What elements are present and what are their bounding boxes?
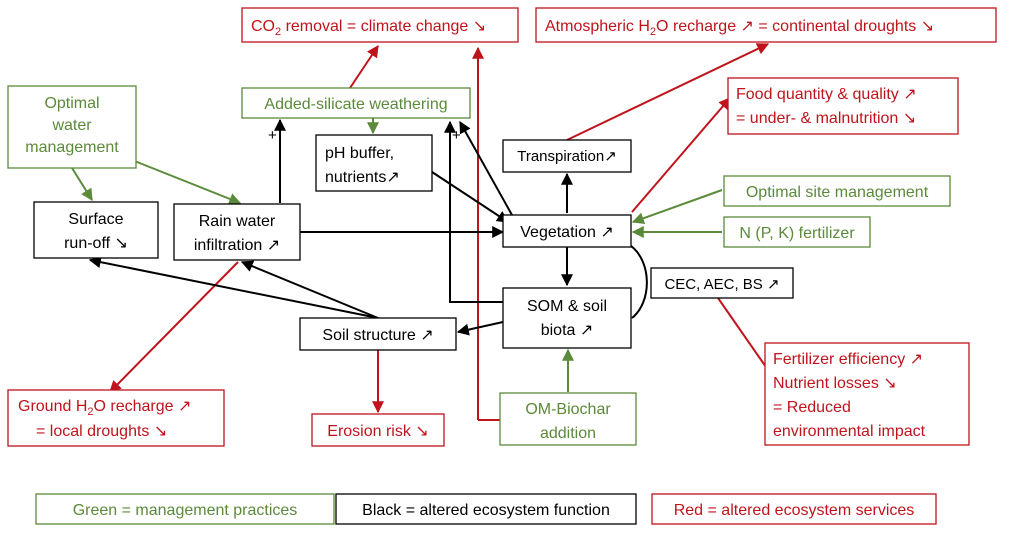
rain-water-line-1: Rain water <box>199 213 276 230</box>
cec-text: CEC, AEC, BS ↗ <box>664 276 779 293</box>
legend-red-text: Red = altered ecosystem services <box>674 502 915 519</box>
om-biochar-line-1: OM-Biochar <box>525 401 611 418</box>
arrow-transpiration-to-atm-h2o <box>566 43 770 141</box>
rain-water-infiltration-box: Rain water infiltration ↗ <box>173 203 301 261</box>
connectors <box>71 43 776 421</box>
om-biochar-box: OM-Biochar addition <box>499 392 637 446</box>
arrow-som-to-silicate <box>444 120 503 303</box>
food-line-1: Food quantity & quality ↗ <box>736 86 917 103</box>
transpiration-text: Transpiration↗ <box>517 148 617 165</box>
optimal-site-management-box: Optimal site management <box>723 175 951 207</box>
optimal-site-text: Optimal site management <box>746 184 929 201</box>
arrow-soil-structure-to-rain <box>240 260 379 319</box>
arrow-vegetation-to-food <box>631 97 731 213</box>
surface-runoff-line-2: run-off ↘ <box>64 235 128 252</box>
food-quantity-box: Food quantity & quality ↗ = under- & mal… <box>727 77 959 135</box>
fertilizer-efficiency-box: Fertilizer efficiency ↗ Nutrient losses … <box>764 342 970 446</box>
ph-buffer-line-1: pH buffer, <box>325 145 394 162</box>
optimal-water-line-2: water <box>51 117 92 134</box>
soil-structure-text: Soil structure ↗ <box>322 327 433 344</box>
soil-structure-box: Soil structure ↗ <box>299 317 457 351</box>
ground-h2o-recharge-box: Ground H2O recharge ↗ = local droughts ↘ <box>7 389 225 447</box>
vegetation-box: Vegetation ↗ <box>502 214 632 248</box>
plus-sign-right: + <box>452 127 461 144</box>
fert-eff-line-1: Fertilizer efficiency ↗ <box>773 351 923 368</box>
optimal-water-line-1: Optimal <box>44 95 99 112</box>
arrow-ph-to-vegetation <box>431 171 510 223</box>
om-biochar-line-2: addition <box>540 425 596 442</box>
arrow-site-mgmt-to-vegetation <box>631 189 723 224</box>
surface-runoff-line-1: Surface <box>68 211 123 228</box>
som-line-2: biota ↗ <box>541 322 594 339</box>
co2-removal-text: CO2 removal = climate change ↘ <box>251 18 486 38</box>
food-line-2: = under- & malnutrition ↘ <box>736 110 916 127</box>
som-line-1: SOM & soil <box>527 298 607 315</box>
ph-buffer-line-2: nutrients↗ <box>325 169 400 186</box>
arrow-water-mgmt-to-rain <box>131 159 242 205</box>
rain-water-line-2: infiltration ↗ <box>194 237 280 254</box>
vegetation-text: Vegetation ↗ <box>520 224 613 241</box>
atmospheric-h2o-box: Atmospheric H2O recharge ↗ = continental… <box>535 7 997 43</box>
added-silicate-weathering-box: Added-silicate weathering <box>241 87 471 119</box>
cec-aec-bs-box: CEC, AEC, BS ↗ <box>650 267 794 299</box>
arrow-water-mgmt-to-runoff <box>71 167 93 202</box>
fert-eff-line-4: environmental impact <box>773 423 926 440</box>
legend: Green = management practices Black = alt… <box>35 493 937 525</box>
surface-runoff-box: Surface run-off ↘ <box>33 201 159 259</box>
fert-eff-line-3: = Reduced <box>773 399 851 416</box>
arrow-silicate-to-co2 <box>349 45 379 89</box>
ground-h2o-line-2: = local droughts ↘ <box>36 423 167 440</box>
arrow-vegetation-cec-som-curve <box>630 245 648 319</box>
optimal-water-management-box: Optimal water management <box>7 85 137 169</box>
plus-sign-left: + <box>268 127 277 144</box>
arrow-soil-structure-to-runoff <box>88 256 379 319</box>
som-soil-biota-box: SOM & soil biota ↗ <box>502 287 632 349</box>
legend-red: Red = altered ecosystem services <box>651 493 937 525</box>
optimal-water-line-3: management <box>25 139 119 156</box>
co2-removal-box: CO2 removal = climate change ↘ <box>241 7 519 43</box>
arrow-rain-to-ground-h2o <box>109 261 239 393</box>
legend-black-text: Black = altered ecosystem function <box>362 502 610 519</box>
ground-h2o-line-1: Ground H2O recharge ↗ <box>18 398 191 418</box>
legend-green-text: Green = management practices <box>73 502 298 519</box>
silicate-text: Added-silicate weathering <box>264 96 447 113</box>
n-fertilizer-box: N (P, K) fertilizer <box>723 216 871 248</box>
erosion-text: Erosion risk ↘ <box>327 423 428 440</box>
legend-green: Green = management practices <box>35 493 335 525</box>
arrow-vegetation-to-silicate <box>459 120 513 216</box>
atmospheric-h2o-text: Atmospheric H2O recharge ↗ = continental… <box>545 18 934 38</box>
legend-black: Black = altered ecosystem function <box>335 493 637 525</box>
arrow-som-to-soil-structure <box>456 321 504 336</box>
transpiration-box: Transpiration↗ <box>502 139 632 173</box>
ph-buffer-box: pH buffer, nutrients↗ <box>315 134 433 192</box>
fert-eff-line-2: Nutrient losses ↘ <box>773 375 897 392</box>
n-fertilizer-text: N (P, K) fertilizer <box>739 225 855 242</box>
erosion-risk-box: Erosion risk ↘ <box>311 413 445 447</box>
